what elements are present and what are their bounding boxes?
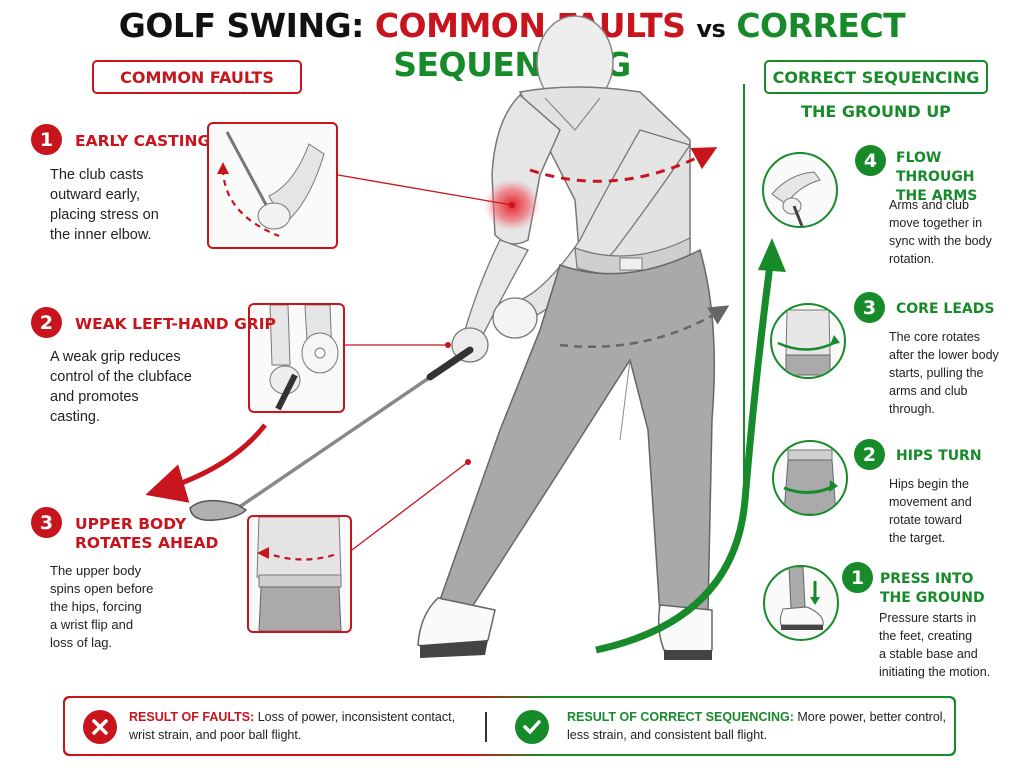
correct-4-text: Arms and club move together in sync with… xyxy=(889,198,992,266)
fault-1-title: EARLY CASTING xyxy=(75,132,211,150)
title-part-2: COMMON FAULTS xyxy=(374,6,686,45)
correct-result-label: RESULT OF CORRECT SEQUENCING: xyxy=(567,710,794,724)
fault-2-title: WEAK LEFT-HAND GRIP xyxy=(75,315,276,333)
correct-4-title: FLOW THROUGH THE ARMS xyxy=(896,150,978,204)
circle-core xyxy=(770,303,846,379)
fault-2-text: A weak grip reduces control of the clubf… xyxy=(50,349,192,425)
correct-3-text: The core rotates after the lower body st… xyxy=(889,330,999,416)
elbow-pain-spot xyxy=(484,179,540,231)
correct-subheader: THE GROUND UP xyxy=(801,102,951,121)
golfer-shirt xyxy=(518,86,691,266)
golfer-shoe-left xyxy=(417,597,496,652)
fault-1-text: The club casts outward early, placing st… xyxy=(50,167,159,243)
check-mark-icon xyxy=(515,710,549,744)
x-mark-icon xyxy=(83,710,117,744)
correct-result: RESULT OF CORRECT SEQUENCING: More power… xyxy=(567,710,947,742)
circle-ground xyxy=(763,565,839,641)
faults-result-label: RESULT OF FAULTS: xyxy=(129,710,255,724)
fault-3-title: UPPER BODY ROTATES AHEAD xyxy=(75,515,219,552)
correct-3-title: CORE LEADS xyxy=(896,301,995,317)
title-part-3: vs xyxy=(696,15,726,43)
fault-1-badge: 1 xyxy=(31,124,62,155)
results-bar: RESULT OF FAULTS: Loss of power, inconsi… xyxy=(63,696,956,756)
correct-4-badge: 4 xyxy=(855,145,886,176)
circle-hips xyxy=(772,440,848,516)
correct-1-badge: 1 xyxy=(842,562,873,593)
correct-1-title: PRESS INTO THE GROUND xyxy=(880,571,985,606)
golfer-shoe-right xyxy=(657,604,713,656)
sequencing-arrow xyxy=(595,264,774,654)
fault-3-badge: 3 xyxy=(31,507,62,538)
circle-arms xyxy=(762,152,838,228)
thumb-early-casting xyxy=(207,122,338,249)
golfer-belt xyxy=(574,237,691,276)
correct-2-badge: 2 xyxy=(854,439,885,470)
correct-header: CORRECT SEQUENCING xyxy=(764,60,988,94)
faults-result: RESULT OF FAULTS: Loss of power, inconsi… xyxy=(129,710,456,742)
correct-1-text: Pressure starts in the feet, creating a … xyxy=(879,611,991,679)
correct-2-title: HIPS TURN xyxy=(896,448,982,464)
results-divider xyxy=(485,712,487,742)
fault-3-text: The upper body spins open before the hip… xyxy=(50,563,154,650)
correct-3-badge: 3 xyxy=(854,292,885,323)
thumb-upper-body xyxy=(247,515,352,633)
correct-2-text: Hips begin the movement and rotate towar… xyxy=(889,477,972,545)
title-part-1: GOLF SWING: xyxy=(118,6,365,45)
thumb-weak-grip xyxy=(248,303,345,413)
faults-header: COMMON FAULTS xyxy=(92,60,302,94)
golfer-pants xyxy=(439,248,716,616)
page-title: GOLF SWING: COMMON FAULTS vs CORRECT SEQ… xyxy=(0,6,1024,84)
fault-2-badge: 2 xyxy=(31,307,62,338)
